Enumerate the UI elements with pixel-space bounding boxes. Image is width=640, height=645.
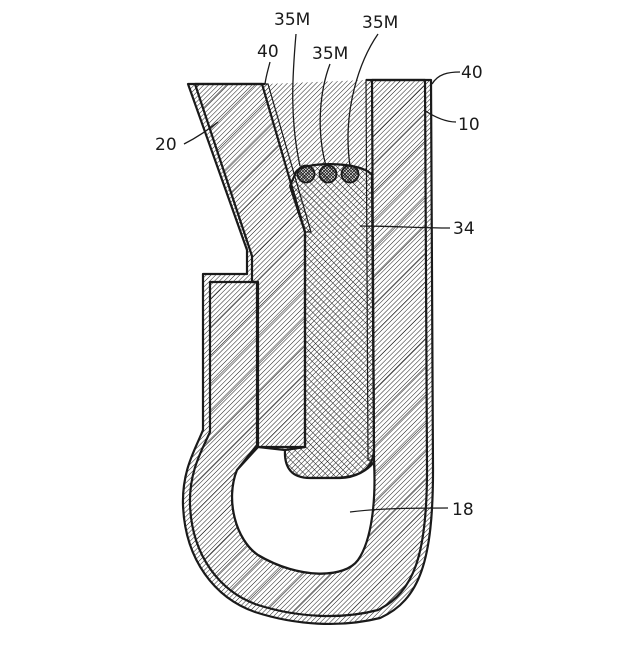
wires-35m [298, 166, 359, 183]
label-18: 18 [452, 500, 474, 520]
leader-40-right [432, 72, 460, 84]
label-35m-top: 35M [274, 10, 310, 30]
wire-left [298, 166, 315, 183]
label-35m-right: 35M [362, 13, 398, 33]
label-20: 20 [155, 135, 177, 155]
wire-middle [320, 166, 337, 183]
label-34: 34 [453, 219, 475, 239]
label-40-left: 40 [257, 42, 279, 62]
label-10: 10 [458, 115, 480, 135]
label-35m-mid: 35M [312, 44, 348, 64]
inner-layer-40-right [366, 80, 374, 460]
label-40-right: 40 [461, 63, 483, 83]
wire-right [342, 166, 359, 183]
leader-40-left [265, 62, 270, 84]
